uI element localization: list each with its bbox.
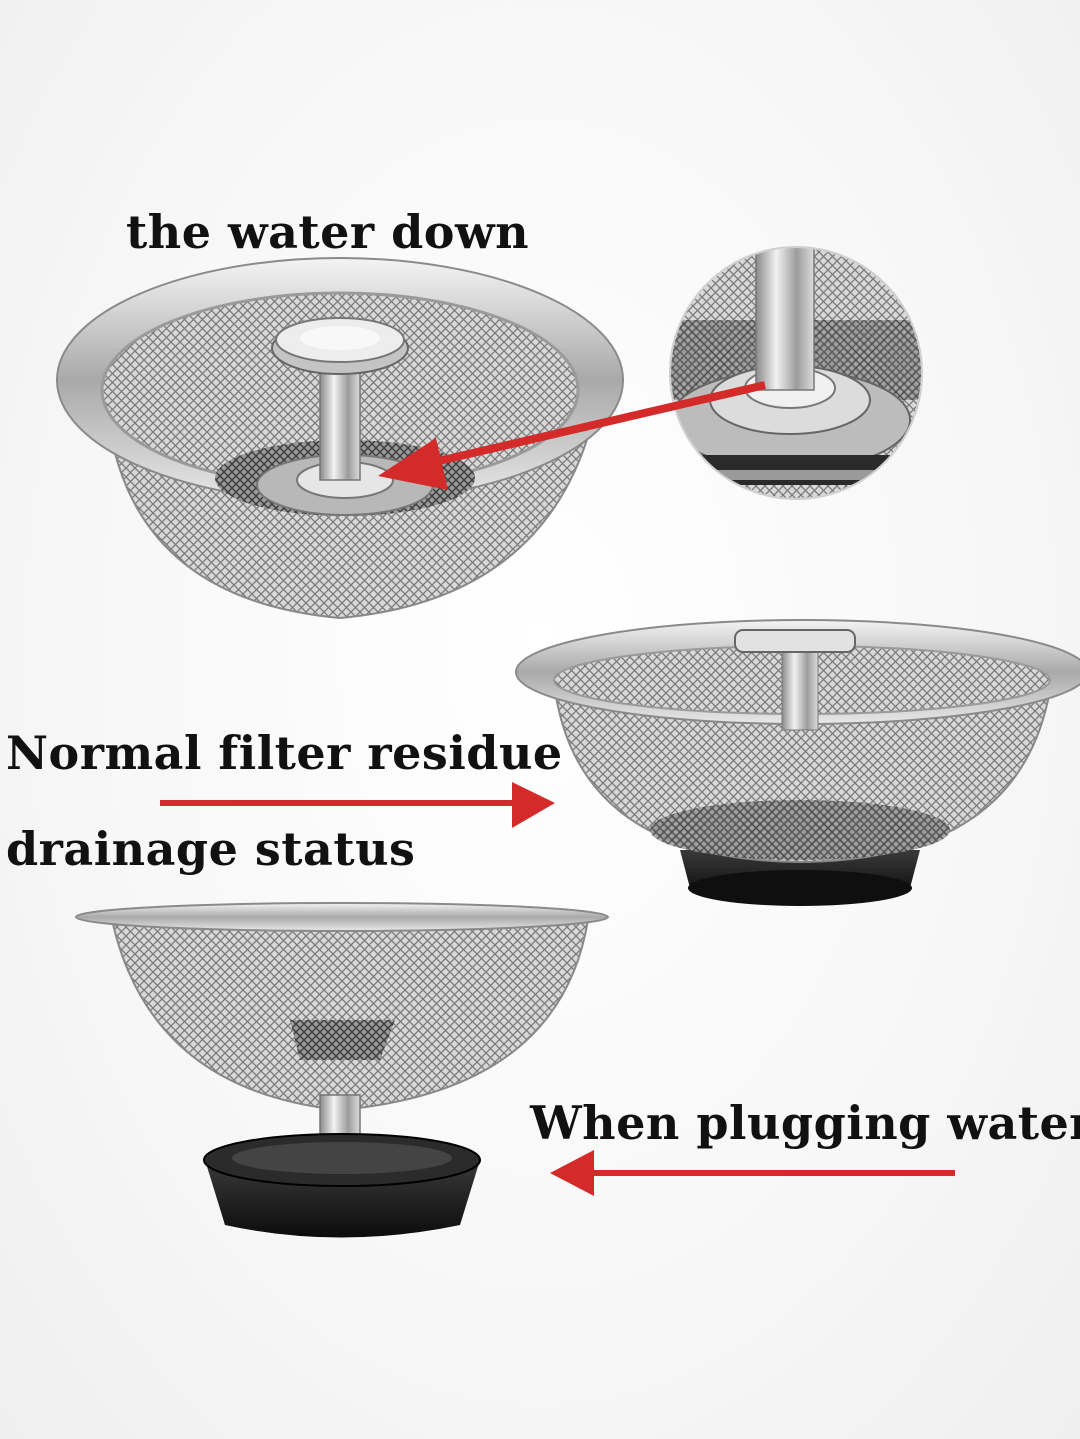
arrow-to-base — [378, 381, 766, 490]
zoom-detail-circle — [669, 246, 923, 500]
label-drainage-status: drainage status — [6, 822, 416, 876]
label-normal-filter: Normal filter residue — [6, 726, 563, 780]
arrow-to-bottom-strainer — [550, 1150, 955, 1196]
middle-strainer — [515, 619, 1080, 906]
label-water-down: the water down — [126, 205, 530, 259]
bottom-strainer — [75, 902, 609, 1238]
arrow-to-middle-strainer — [160, 782, 555, 828]
label-plugging-water: When plugging water — [530, 1096, 1080, 1150]
